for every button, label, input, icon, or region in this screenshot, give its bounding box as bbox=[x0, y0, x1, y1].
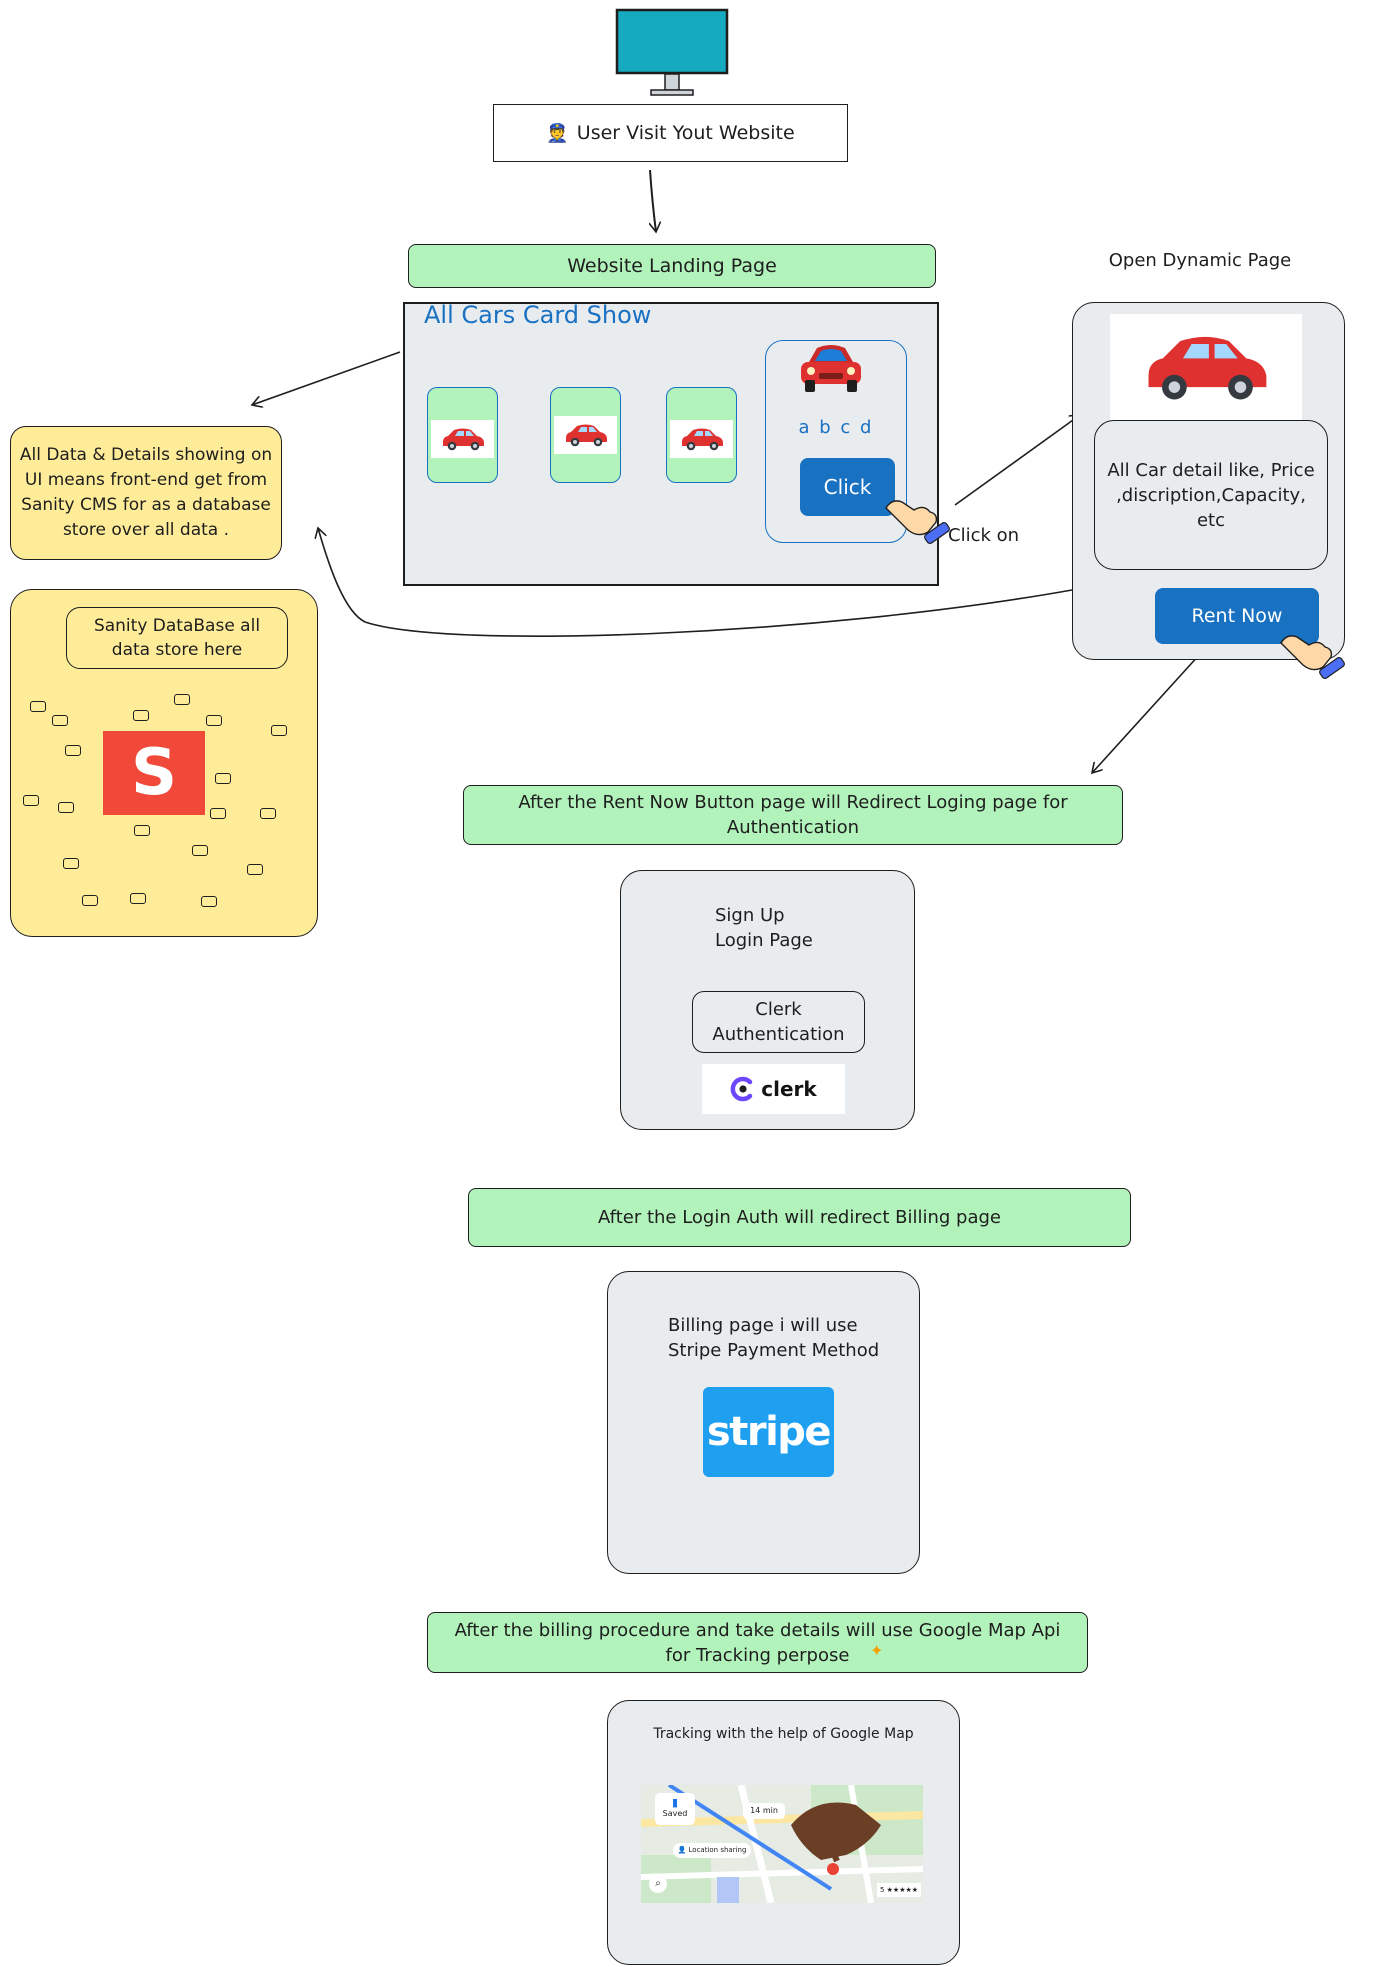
arrow-card-to-dynamic bbox=[954, 415, 1080, 506]
tracking-step-label: After the billing procedure and take det… bbox=[427, 1612, 1088, 1673]
tracking-step-text: After the billing procedure and take det… bbox=[454, 1619, 1061, 1666]
landing-page-label: Website Landing Page bbox=[408, 244, 936, 288]
google-map-image: ▮ Saved 14 min 👤 Location sharing ⌕ 5 ★★… bbox=[641, 1785, 923, 1903]
billing-page-title: Billing page i will use Stripe Payment M… bbox=[668, 1315, 880, 1361]
car-icon bbox=[439, 426, 487, 452]
sanity-db-title-box: Sanity DataBase all data store here bbox=[66, 607, 288, 669]
rent-now-button[interactable]: Rent Now bbox=[1155, 588, 1319, 644]
dynamic-page-label: Open Dynamic Page bbox=[1108, 250, 1292, 271]
car-detail-text: All Car detail like, Price ,discription,… bbox=[1107, 459, 1315, 531]
map-location-chip[interactable]: 👤 Location sharing bbox=[673, 1843, 751, 1858]
car-icon bbox=[1137, 329, 1275, 405]
monitor-icon bbox=[615, 8, 729, 96]
car-icon bbox=[678, 426, 726, 452]
car-card-1[interactable] bbox=[427, 387, 498, 483]
stripe-logo: stripe bbox=[703, 1387, 834, 1477]
car-detail-box: All Car detail like, Price ,discription,… bbox=[1094, 420, 1328, 570]
map-rating: 5 ★★★★★ bbox=[877, 1883, 921, 1897]
person-icon: 👮 bbox=[546, 122, 569, 144]
auth-step-text: After the Rent Now Button page will Redi… bbox=[518, 792, 1068, 838]
clerk-icon bbox=[730, 1076, 753, 1102]
sanity-db-title: Sanity DataBase all data store here bbox=[93, 616, 261, 660]
hand-pointer-icon bbox=[1280, 635, 1345, 679]
click-on-label: Click on bbox=[948, 525, 1020, 546]
clerk-logo: clerk bbox=[702, 1064, 845, 1114]
sanity-note-text: All Data & Details showing on UI means f… bbox=[19, 445, 273, 540]
map-time-chip: 14 min bbox=[743, 1803, 785, 1819]
sparkle-icon: ✦ bbox=[870, 1641, 884, 1660]
map-saved-chip[interactable]: ▮ Saved bbox=[655, 1793, 695, 1825]
car-icon bbox=[562, 422, 610, 448]
user-visit-label: User Visit Yout Website bbox=[576, 122, 795, 144]
car-front-icon bbox=[801, 345, 861, 392]
clerk-auth-text: Clerk Authentication bbox=[712, 999, 845, 1045]
sanity-note: All Data & Details showing on UI means f… bbox=[10, 426, 282, 560]
car-card-2[interactable] bbox=[550, 387, 621, 483]
car-card-3[interactable] bbox=[666, 387, 737, 483]
arrow-visit-to-landing bbox=[650, 169, 656, 232]
card-letters: a b c d bbox=[798, 417, 874, 438]
user-visit-box: 👮 User Visit Yout Website bbox=[493, 104, 848, 162]
person-pin-icon: 👤 bbox=[677, 1846, 687, 1854]
landing-page-text: Website Landing Page bbox=[567, 255, 777, 277]
clerk-auth-box[interactable]: Clerk Authentication bbox=[692, 991, 865, 1053]
hand-pointer-icon bbox=[885, 500, 950, 544]
billing-step-text: After the Login Auth will redirect Billi… bbox=[598, 1207, 1001, 1228]
arrow-landing-to-note bbox=[252, 351, 401, 405]
auth-step-label: After the Rent Now Button page will Redi… bbox=[463, 785, 1123, 845]
sanity-logo: S bbox=[103, 731, 205, 815]
tracking-page-title: Tracking with the help of Google Map bbox=[653, 1726, 914, 1742]
cars-heading: All Cars Card Show bbox=[424, 301, 652, 329]
arrow-rent-to-auth bbox=[1092, 642, 1211, 773]
click-button[interactable]: Click bbox=[800, 458, 895, 516]
dynamic-car-image bbox=[1110, 314, 1302, 420]
bookmark-icon: ▮ bbox=[671, 1796, 679, 1809]
billing-step-label: After the Login Auth will redirect Billi… bbox=[468, 1188, 1131, 1247]
map-search-icon[interactable]: ⌕ bbox=[649, 1875, 667, 1893]
auth-page-title: Sign Up Login Page bbox=[715, 905, 813, 951]
arrow-dynamic-to-note bbox=[318, 528, 1073, 637]
